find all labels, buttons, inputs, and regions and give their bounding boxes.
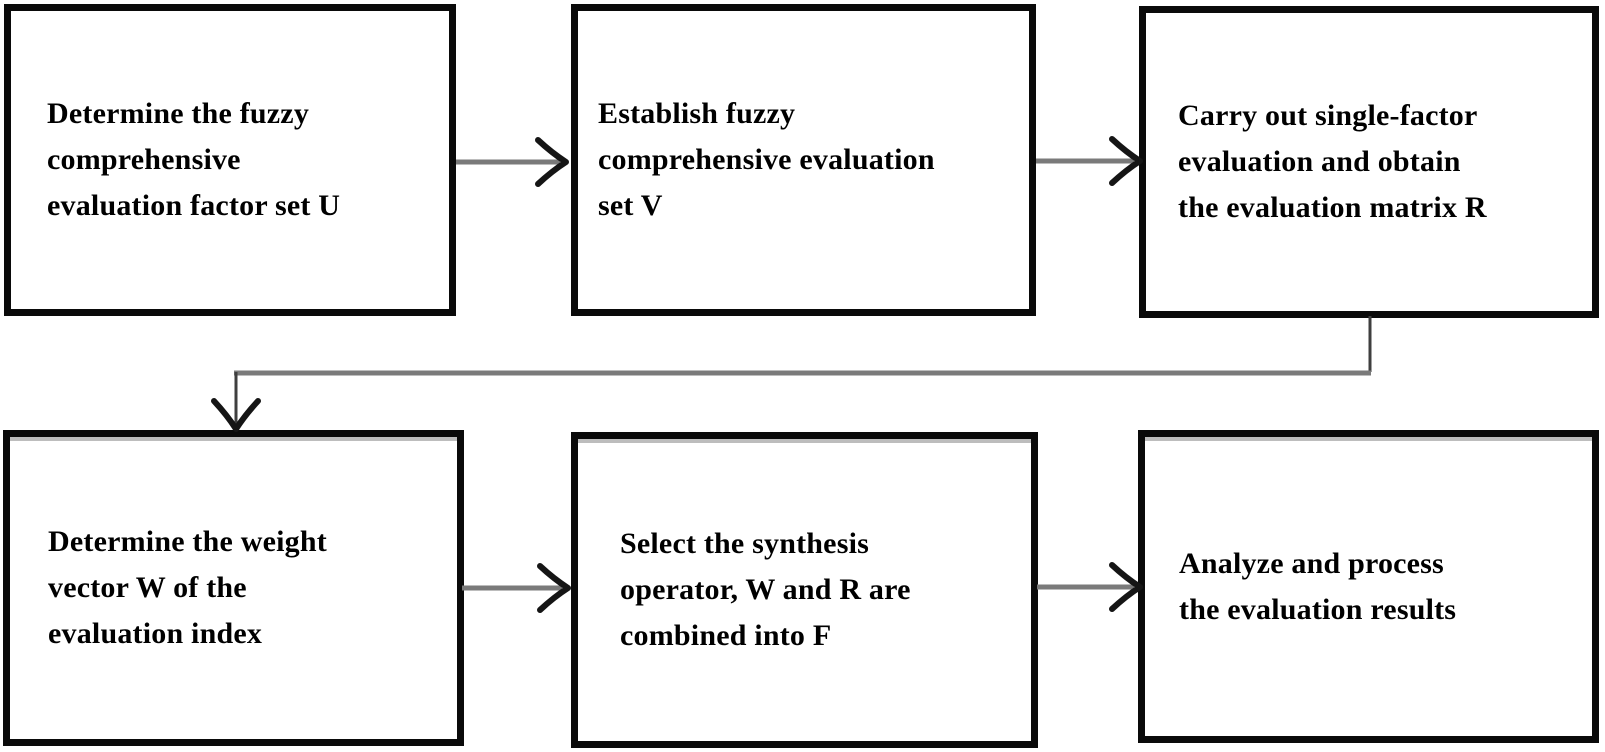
arrowhead-right-icon bbox=[1109, 562, 1143, 612]
step-box-2: Establish fuzzy comprehensive evaluation… bbox=[571, 4, 1036, 316]
step-box-6: Analyze and process the evaluation resul… bbox=[1138, 430, 1599, 743]
step-box-3: Carry out single-factor evaluation and o… bbox=[1139, 6, 1599, 318]
arrow-box4-box5 bbox=[462, 563, 571, 613]
arrow-box3-box4 bbox=[211, 316, 1372, 432]
arrowhead-right-icon bbox=[1109, 136, 1143, 186]
arrow-box5-box6 bbox=[1037, 562, 1143, 612]
step-label: Determine the fuzzy comprehensive evalua… bbox=[47, 97, 341, 222]
step-label: Establish fuzzy comprehensive evaluation… bbox=[598, 97, 935, 222]
step-label: Select the synthesis operator, W and R a… bbox=[620, 527, 911, 652]
step-label: Carry out single-factor evaluation and o… bbox=[1178, 99, 1487, 224]
arrowhead-down-icon bbox=[211, 398, 261, 432]
arrowhead-right-icon bbox=[535, 137, 569, 187]
arrow-box2-box3 bbox=[1036, 136, 1143, 186]
arrow-box1-box2 bbox=[456, 137, 569, 187]
step-box-4: Determine the weight vector W of the eva… bbox=[3, 430, 464, 746]
step-label: Analyze and process the evaluation resul… bbox=[1179, 546, 1457, 626]
arrowhead-right-icon bbox=[537, 563, 571, 613]
step-box-5: Select the synthesis operator, W and R a… bbox=[571, 432, 1038, 748]
step-box-1: Determine the fuzzy comprehensive evalua… bbox=[4, 4, 456, 316]
step-label: Determine the weight vector W of the eva… bbox=[48, 525, 327, 650]
